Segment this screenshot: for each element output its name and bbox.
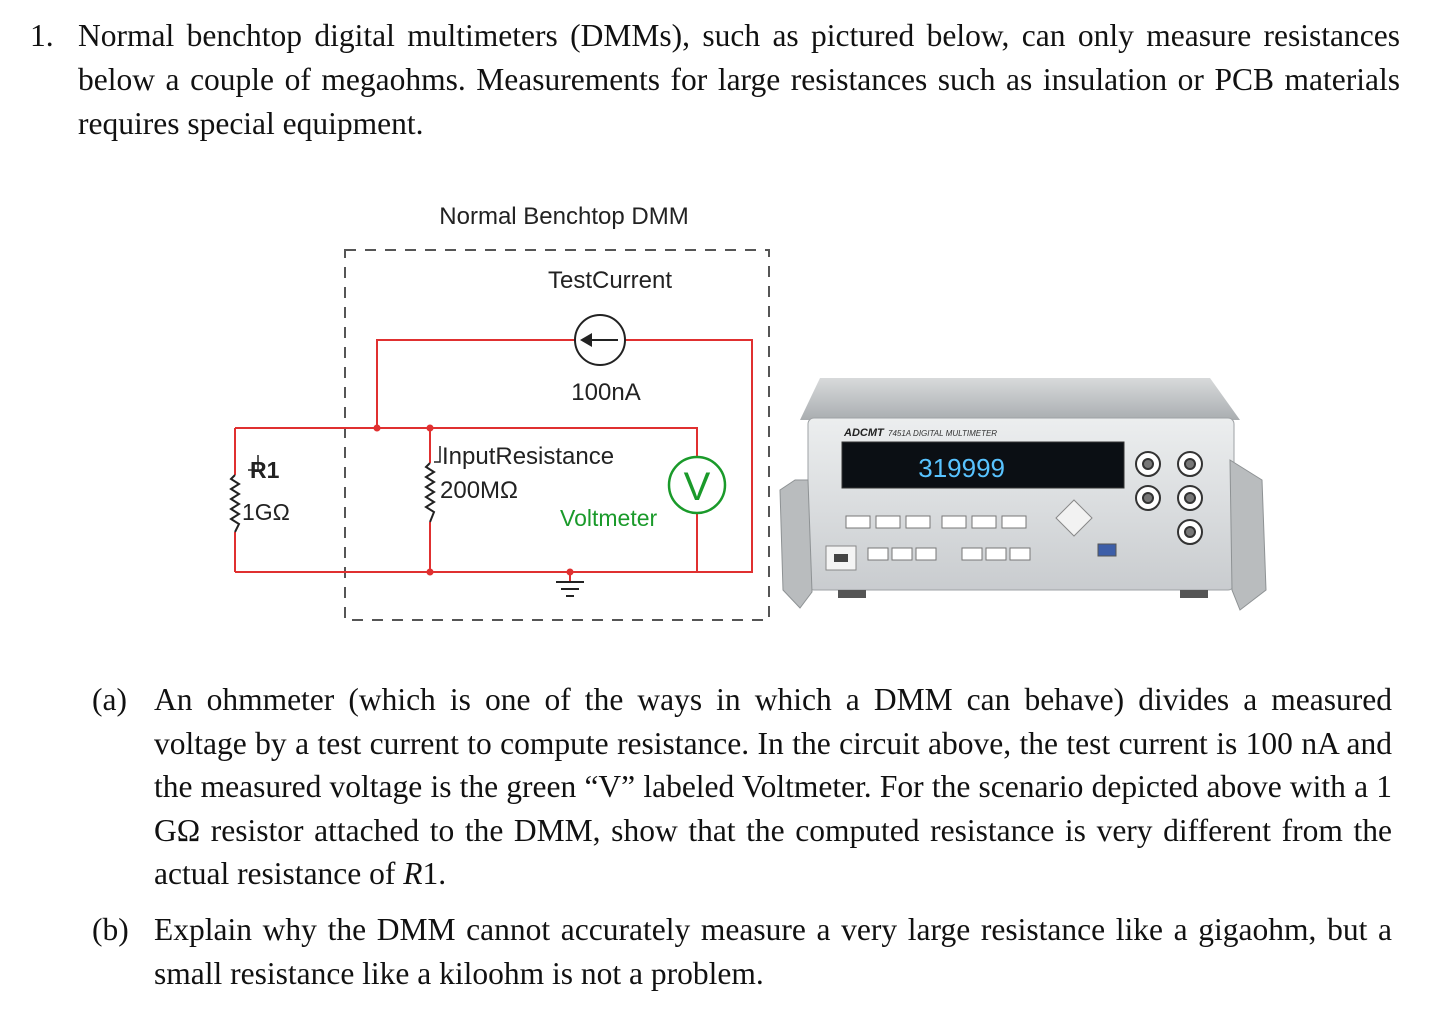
problem-number: 1. <box>30 18 54 53</box>
part-a-text: An ohmmeter (which is one of the ways in… <box>154 678 1392 896</box>
problem-text: Normal benchtop digital multimeters (DMM… <box>78 18 1400 141</box>
dmm-boundary-box <box>344 249 770 621</box>
source-value: 100nA <box>571 379 640 406</box>
part-a-label: (a) <box>92 682 127 717</box>
device-display: 319999 <box>918 453 1005 483</box>
circuit-wires <box>234 339 753 582</box>
circuit-nodes <box>373 424 574 576</box>
device-model: 7451A DIGITAL MULTIMETER <box>888 429 997 438</box>
problem-1: 1. Normal benchtop digital multimeters (… <box>30 14 1400 146</box>
part-a: (a) An ohmmeter (which is one of the way… <box>92 678 1392 896</box>
r1-name: R1 <box>250 457 280 483</box>
device-buttons-row1 <box>845 515 1027 529</box>
device-brand: ADCMT <box>843 427 885 439</box>
dmm-box-title: Normal Benchtop DMM <box>439 203 688 230</box>
current-source-symbol <box>574 314 626 366</box>
part-a-variable: R <box>403 856 423 891</box>
ground-symbol <box>556 581 584 597</box>
voltmeter-letter: V <box>684 465 711 509</box>
rin-name: InputResistance <box>442 443 614 470</box>
part-b-text: Explain why the DMM cannot accurately me… <box>154 912 1392 991</box>
device-buttons-row2 <box>867 547 1031 561</box>
r1-label-bracket <box>248 455 259 471</box>
voltmeter-name: Voltmeter <box>560 505 657 531</box>
circuit-diagram: Normal Benchtop DMM <box>229 203 770 621</box>
part-b-label: (b) <box>92 912 129 947</box>
source-name: TestCurrent <box>548 267 672 294</box>
r1-value: 1GΩ <box>242 499 290 525</box>
r1-resistor-symbol <box>229 474 241 533</box>
rin-label-bracket <box>434 446 441 463</box>
voltmeter-symbol: V <box>667 455 727 515</box>
part-b: (b) Explain why the DMM cannot accuratel… <box>92 908 1392 995</box>
figure: Normal Benchtop DMM <box>0 180 1443 650</box>
part-a-text-main: An ohmmeter (which is one of the ways in… <box>154 682 1392 891</box>
circuit-and-device-figure: Normal Benchtop DMM <box>229 203 1267 621</box>
part-a-text-end: 1. <box>422 856 447 891</box>
dmm-device-illustration: ADCMT 7451A DIGITAL MULTIMETER 319999 <box>779 378 1267 611</box>
device-terminals <box>1135 451 1203 545</box>
input-resistance-symbol <box>424 462 436 523</box>
rin-value: 200MΩ <box>440 477 518 504</box>
